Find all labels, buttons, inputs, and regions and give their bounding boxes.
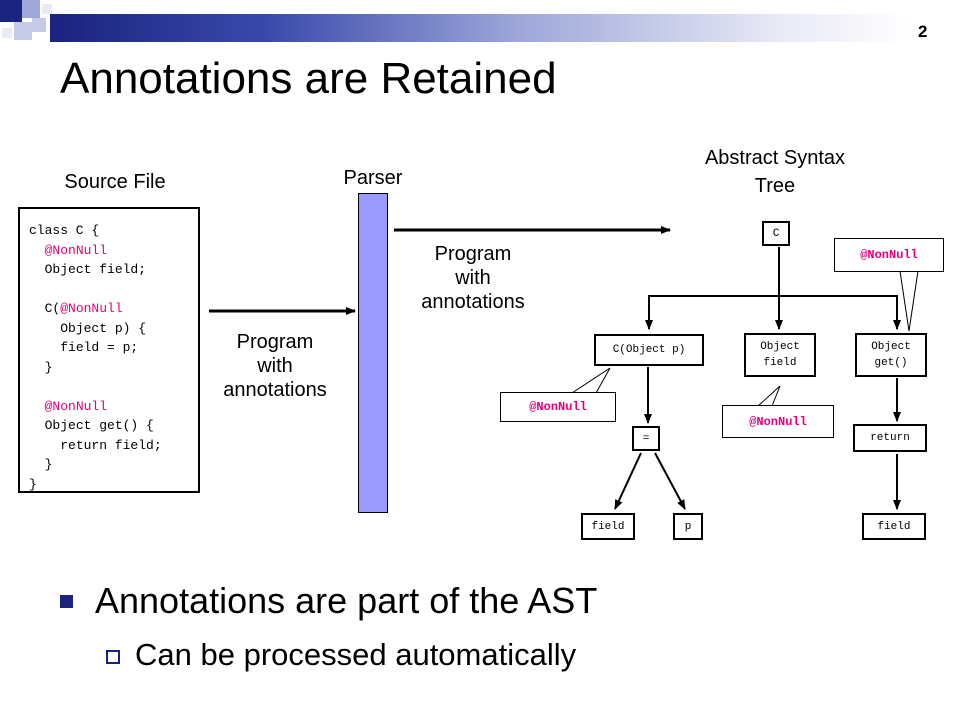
ast-node-leaf-field: field xyxy=(862,513,926,540)
code-line: } xyxy=(29,358,198,378)
code-line: @NonNull xyxy=(29,397,198,417)
sub-bullet-square xyxy=(106,650,120,664)
ast-label-line2: Tree xyxy=(754,175,796,197)
code-line: return field; xyxy=(29,436,198,456)
callout-pointer xyxy=(899,270,919,332)
code-line: class C { xyxy=(29,223,100,238)
header-gradient-bar xyxy=(50,14,910,42)
code-line: @NonNull xyxy=(29,241,198,261)
header-decoration-square xyxy=(14,22,32,40)
code-text: } xyxy=(44,359,53,375)
code-annotation: @NonNull xyxy=(60,301,123,316)
code-text: Object p) { xyxy=(60,320,147,336)
parser-bar xyxy=(358,193,388,513)
code-text: } xyxy=(44,457,53,472)
callout-pointer xyxy=(757,385,781,407)
ast-node-leaf-field: field xyxy=(581,513,635,540)
source-file-label: Source File xyxy=(64,171,166,193)
header-decoration-square xyxy=(22,0,40,18)
code-line: Object get() { xyxy=(29,416,198,436)
code-text: field = p; xyxy=(60,340,139,355)
callout-pointer xyxy=(571,367,611,394)
code-line: field = p; xyxy=(29,338,198,358)
code-text: return field; xyxy=(60,437,162,453)
code-line: C(@NonNull xyxy=(29,299,198,319)
node-line: field xyxy=(763,357,797,369)
source-code-box: class C { @NonNull Object field; C(@NonN… xyxy=(18,207,200,493)
tree-edge xyxy=(654,452,686,510)
header-decoration-square xyxy=(0,0,22,22)
node-line: get() xyxy=(874,357,908,369)
ast-node-constructor: C(Object p) xyxy=(594,334,704,366)
header-decoration-square xyxy=(32,18,46,32)
ast-node-assign: = xyxy=(632,426,660,451)
ast-node-leaf-p: p xyxy=(673,513,703,540)
code-text: Object get() { xyxy=(44,418,154,433)
ast-node-getter: Object get() xyxy=(855,333,927,377)
code-line: Object field; xyxy=(29,260,198,280)
bullet-main: Annotations are part of the AST xyxy=(95,580,598,621)
annotation-callout: @NonNull xyxy=(500,392,616,422)
arrow2-label-line: with xyxy=(455,267,491,289)
annotation-callout: @NonNull xyxy=(722,405,834,438)
code-line: } xyxy=(29,455,198,475)
tree-edge xyxy=(614,452,642,510)
annotation-callout: @NonNull xyxy=(834,238,944,272)
code-line: } xyxy=(29,476,37,492)
header-decoration-square xyxy=(42,4,52,14)
slide-number: 2 xyxy=(918,22,928,41)
slide-title: Annotations are Retained xyxy=(60,54,557,103)
ast-node-return: return xyxy=(853,424,927,452)
ast-label: Abstract Syntax Tree xyxy=(680,146,870,198)
arrow2-label: Program with annotations xyxy=(408,242,538,314)
bullet-square xyxy=(60,595,73,608)
code-line: Object p) { xyxy=(29,319,198,339)
code-annotation: @NonNull xyxy=(44,398,108,414)
ast-node-class: C xyxy=(762,221,790,246)
ast-label-line1: Abstract Syntax xyxy=(704,147,846,169)
arrow1-label-line: Program xyxy=(236,331,314,353)
code-text: C( xyxy=(44,301,61,316)
arrow1-label-line: annotations xyxy=(223,379,327,401)
tree-edge xyxy=(779,295,901,330)
ast-node-field: Object field xyxy=(744,333,816,377)
code-text: Object field; xyxy=(44,262,147,277)
node-line: Object xyxy=(760,341,800,353)
arrow2-label-line: Program xyxy=(434,243,512,265)
arrow1-label: Program with annotations xyxy=(210,330,340,402)
parser-label: Parser xyxy=(343,167,403,189)
tree-edge xyxy=(645,295,779,330)
bullet-sub: Can be processed automatically xyxy=(135,637,577,672)
arrow1-label-line: with xyxy=(257,355,293,377)
code-annotation: @NonNull xyxy=(44,242,108,258)
arrow2-label-line: annotations xyxy=(421,291,525,313)
header-decoration-square xyxy=(2,28,12,38)
node-line: Object xyxy=(871,341,911,353)
